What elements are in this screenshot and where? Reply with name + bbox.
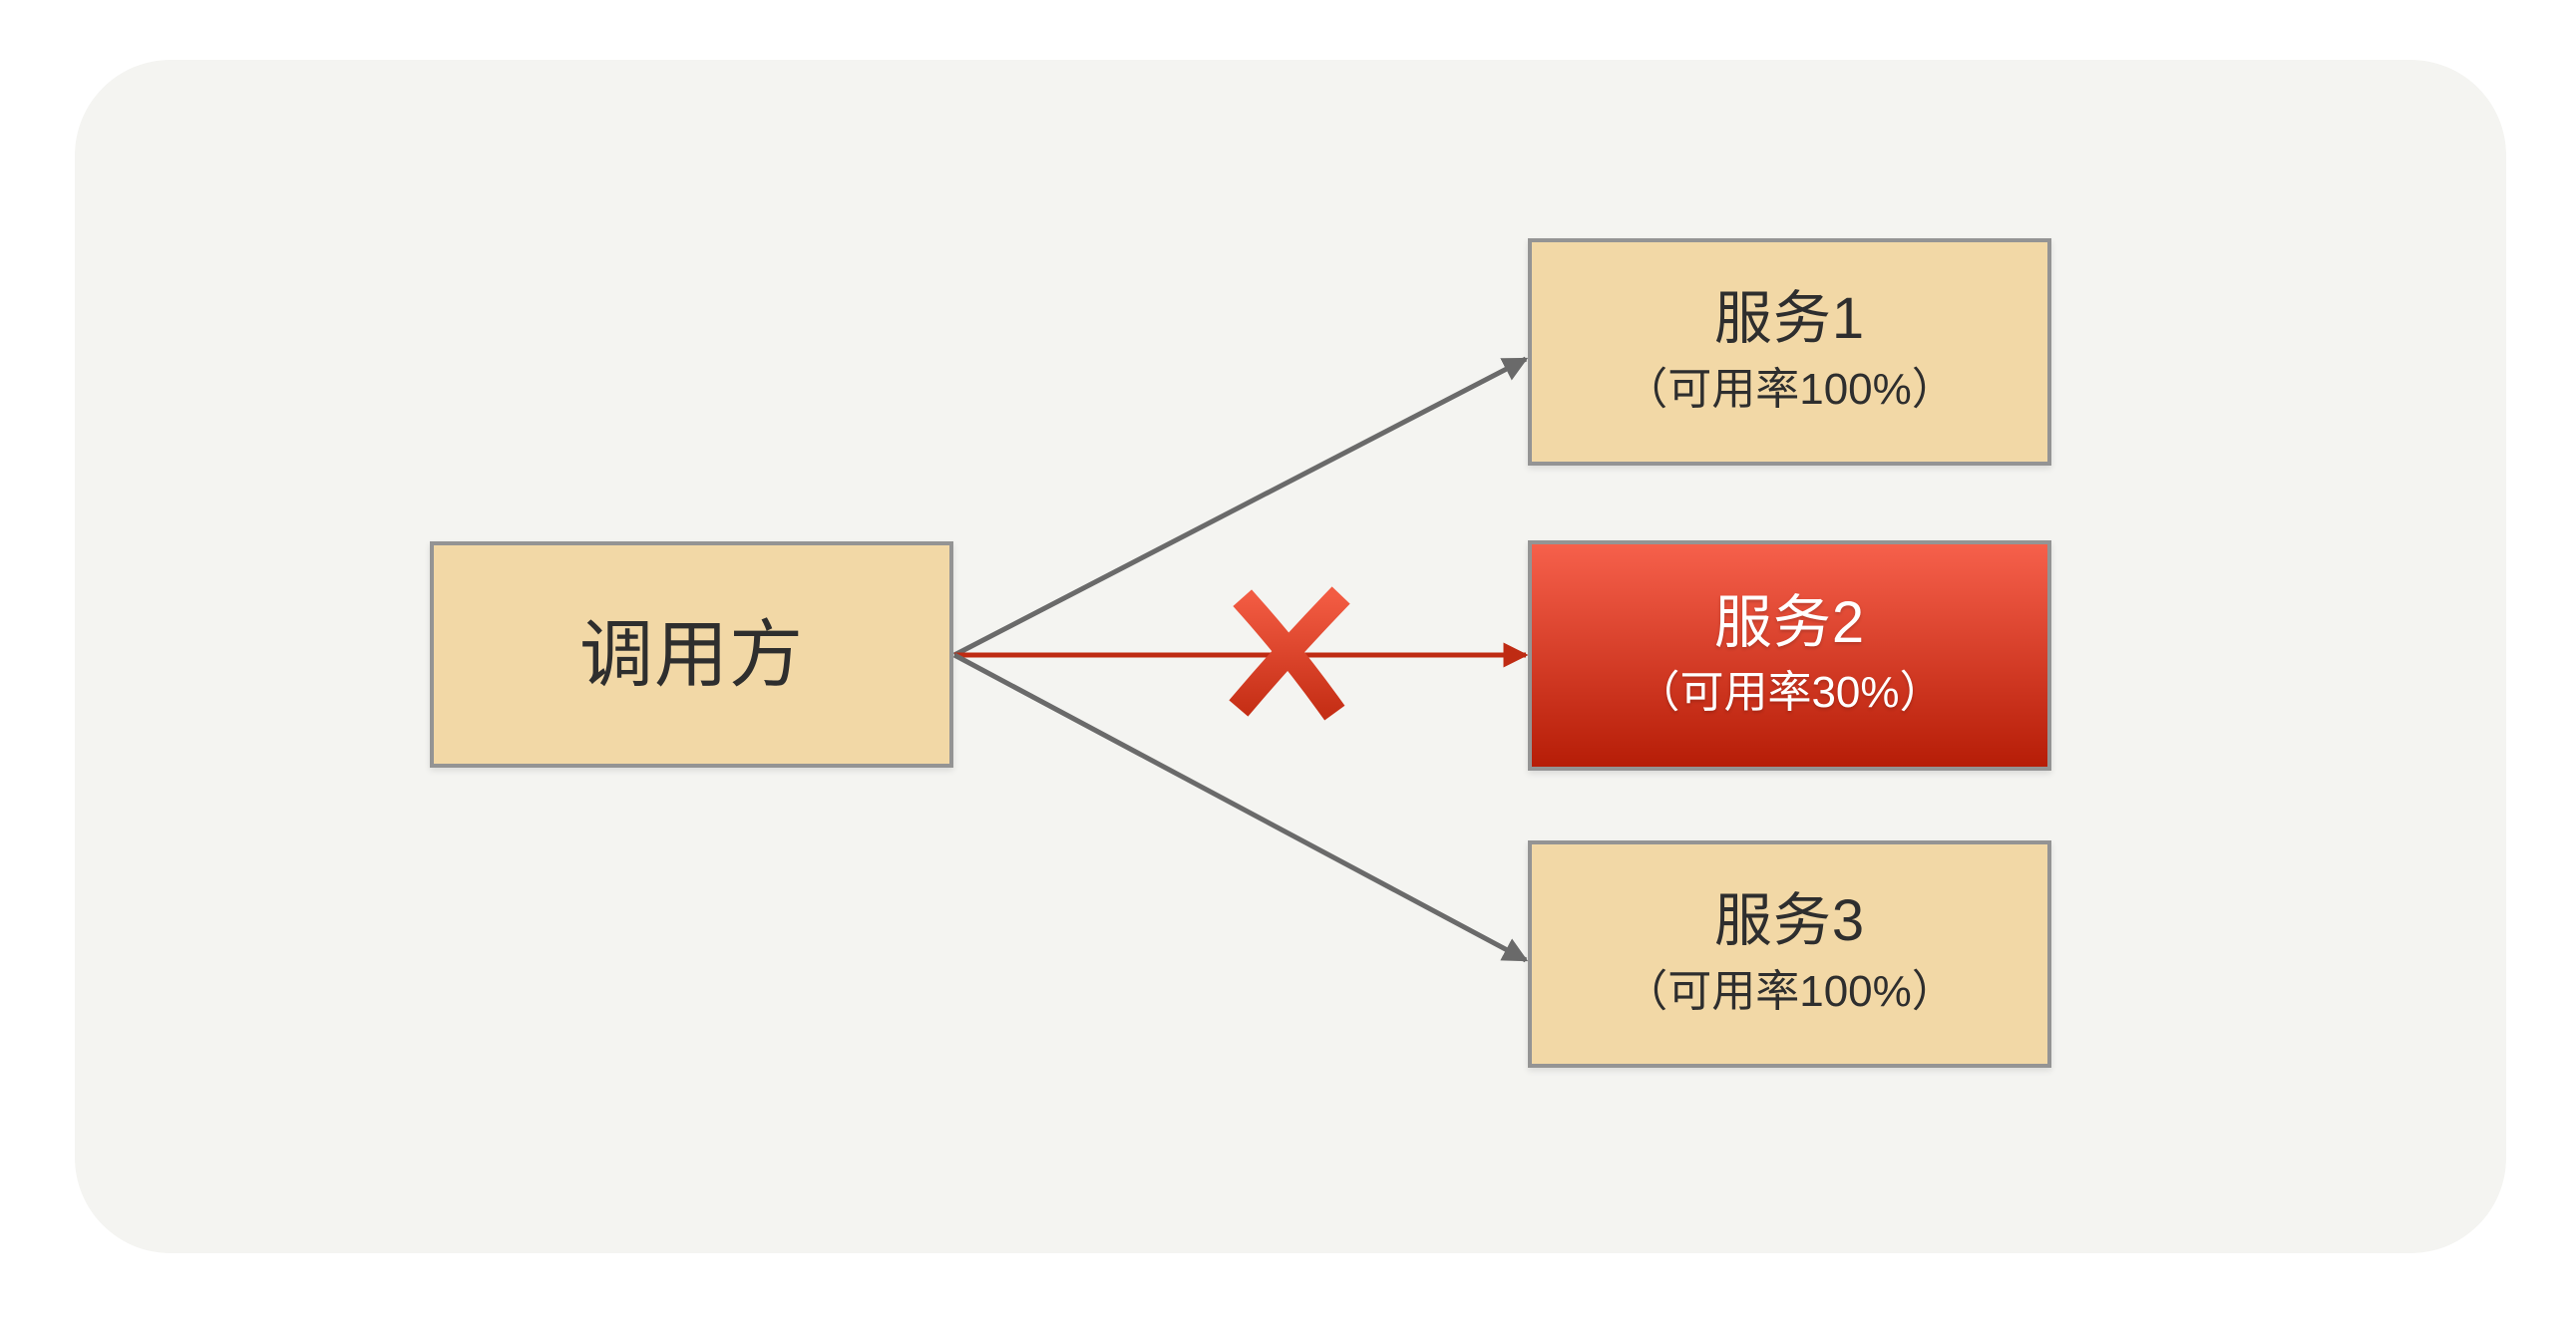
caller-label: 调用方 [579, 612, 804, 696]
service-3-availability: （可用率100%） [1624, 966, 1956, 1016]
service-1-name: 服务1 [1713, 286, 1866, 352]
service-2-name: 服务2 [1713, 589, 1866, 655]
service-2-availability: （可用率30%） [1636, 668, 1944, 718]
node-caller: 调用方 [430, 541, 953, 768]
node-service-2: 服务2 （可用率30%） [1528, 540, 2051, 771]
node-service-3: 服务3 （可用率100%） [1528, 840, 2051, 1068]
service-1-availability: （可用率100%） [1624, 364, 1956, 414]
service-3-name: 服务3 [1713, 888, 1866, 954]
node-service-1: 服务1 （可用率100%） [1528, 238, 2051, 466]
